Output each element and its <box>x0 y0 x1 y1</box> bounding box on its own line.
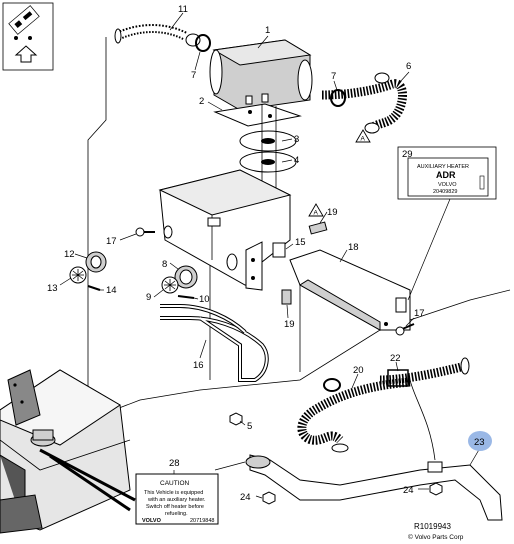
connector-19-bottom <box>281 289 292 319</box>
fuel-pipe-16 <box>160 304 269 382</box>
callout-9: 9 <box>146 292 151 303</box>
callout-29: 29 <box>402 149 413 160</box>
bolt-17-left <box>119 227 155 241</box>
callout-5: 5 <box>247 421 252 432</box>
copyright-notice: © Volvo Parts Corp <box>408 533 464 541</box>
exhaust-tailpipe-23 <box>214 379 503 521</box>
connector-19-top <box>308 211 328 235</box>
gasket-2 <box>207 101 302 127</box>
intake-hose-11 <box>114 12 201 47</box>
callout-19-top: 19 <box>327 207 338 218</box>
grommet-12 <box>74 251 107 273</box>
decal-29-model: ADR <box>436 170 456 180</box>
decal-29-box <box>397 146 497 301</box>
decal-28-line-3: Switch off heater before <box>146 504 204 510</box>
callout-3: 3 <box>294 134 299 145</box>
decal-28-box <box>135 470 219 525</box>
exhaust-hose-20 <box>297 373 411 453</box>
callout-24-right: 24 <box>403 485 414 496</box>
clamp-20 <box>323 378 341 392</box>
callout-4: 4 <box>294 155 299 166</box>
callout-12: 12 <box>64 249 75 260</box>
nut-5 <box>229 412 246 426</box>
callout-10: 10 <box>199 294 210 305</box>
decal-28-line-2: with an auxiliary heater. <box>147 497 206 503</box>
mounting-plate-4 <box>239 151 297 173</box>
callout-13: 13 <box>47 283 58 294</box>
decal-29-brand: VOLVO <box>438 182 457 188</box>
callout-15: 15 <box>295 237 306 248</box>
decal-29-part-no: 20409829 <box>433 189 457 195</box>
hose-clamp-7-left <box>194 34 211 71</box>
marker-a-hose: A <box>355 129 371 143</box>
callout-17-left: 17 <box>106 236 117 247</box>
drawing-reference: R1019943 <box>414 522 451 531</box>
svg-text:A: A <box>314 210 319 217</box>
exhaust-pipe-22 <box>379 357 470 387</box>
callout-1: 1 <box>265 25 270 36</box>
orientation-inset <box>2 2 54 71</box>
callout-22: 22 <box>390 353 401 364</box>
callout-18: 18 <box>348 242 359 253</box>
callout-24-left: 24 <box>240 492 251 503</box>
callout-7-left: 7 <box>191 70 196 81</box>
clip-15 <box>272 242 294 258</box>
cable-tie-14 <box>87 285 104 291</box>
grommet-13 <box>59 266 87 286</box>
vehicle-orientation-icon <box>8 5 40 40</box>
callout-7-right: 7 <box>331 71 336 82</box>
grommet-9 <box>153 276 179 298</box>
decal-29-title: AUXILIARY HEATER <box>417 164 469 170</box>
outlet-hose-6 <box>321 71 410 134</box>
decal-28-heading: CAUTION <box>160 480 190 487</box>
callout-28: 28 <box>169 458 180 469</box>
callout-16: 16 <box>193 360 204 371</box>
callout-11: 11 <box>178 4 188 15</box>
callout-23: 23 <box>474 437 485 448</box>
callout-23-highlight <box>468 431 492 451</box>
decal-28-line-4: refueling. <box>165 511 188 517</box>
callout-17-right: 17 <box>414 308 425 319</box>
decal-28-brand: VOLVO <box>142 518 162 524</box>
callout-19-bottom: 19 <box>284 319 295 330</box>
decal-28-line-1: This Vehicle is equipped <box>144 490 203 496</box>
heater-unit-1 <box>209 35 313 111</box>
nut-24-left <box>255 491 276 505</box>
callout-14: 14 <box>106 285 117 296</box>
arrow-up-icon <box>14 45 38 63</box>
cable-tie-10 <box>177 295 199 300</box>
bolt-17-right <box>395 317 415 336</box>
grommet-8 <box>169 262 198 289</box>
fuel-tank <box>0 369 136 534</box>
callout-2: 2 <box>199 96 204 107</box>
bracket-plate-18 <box>289 249 411 331</box>
callout-6: 6 <box>406 61 411 72</box>
callout-8: 8 <box>162 259 167 270</box>
decal-28-part-no: 20719848 <box>190 518 214 524</box>
mounting-plate-3 <box>239 130 297 152</box>
marker-a-bracket: A <box>308 203 324 217</box>
nut-24-right <box>418 482 443 496</box>
svg-text:A: A <box>361 136 366 143</box>
heater-bracket <box>158 169 292 291</box>
callout-20: 20 <box>353 365 364 376</box>
